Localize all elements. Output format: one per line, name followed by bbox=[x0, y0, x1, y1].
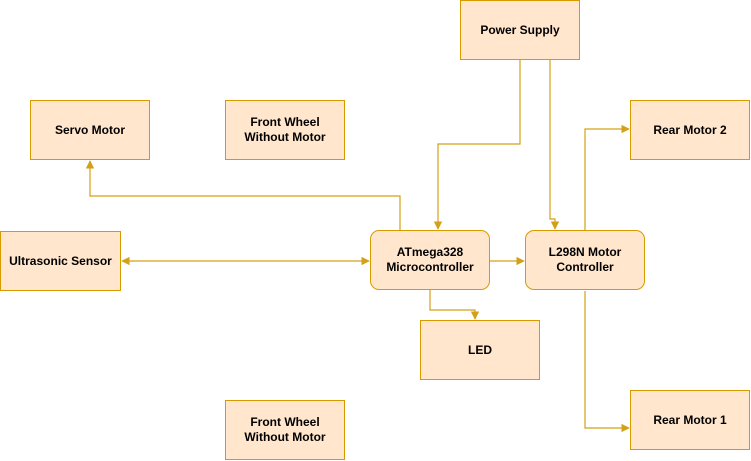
microcontroller-block: ATmega328 Microcontroller bbox=[370, 230, 490, 290]
rear-motor-1-block: Rear Motor 1 bbox=[630, 390, 750, 450]
wire-power-to-motor-controller bbox=[549, 60, 560, 230]
front-wheel-bottom-block: Front Wheel Without Motor bbox=[225, 400, 345, 460]
wire-motor-controller-to-rear-motor-1 bbox=[584, 291, 630, 433]
rear-motor-2-block: Rear Motor 2 bbox=[630, 100, 750, 160]
front-wheel-top-block: Front Wheel Without Motor bbox=[225, 100, 345, 160]
led-block: LED bbox=[420, 320, 540, 380]
servo-motor-block: Servo Motor bbox=[30, 100, 150, 160]
wire-microcontroller-to-servo bbox=[85, 160, 401, 230]
wire-microcontroller-to-led bbox=[429, 290, 480, 320]
ultrasonic-sensor-block: Ultrasonic Sensor bbox=[0, 231, 121, 291]
wire-power-to-microcontroller bbox=[433, 60, 521, 230]
power-supply-block: Power Supply bbox=[460, 0, 580, 60]
motor-controller-block: L298N Motor Controller bbox=[525, 230, 645, 290]
wire-motor-controller-to-rear-motor-2 bbox=[584, 124, 630, 230]
